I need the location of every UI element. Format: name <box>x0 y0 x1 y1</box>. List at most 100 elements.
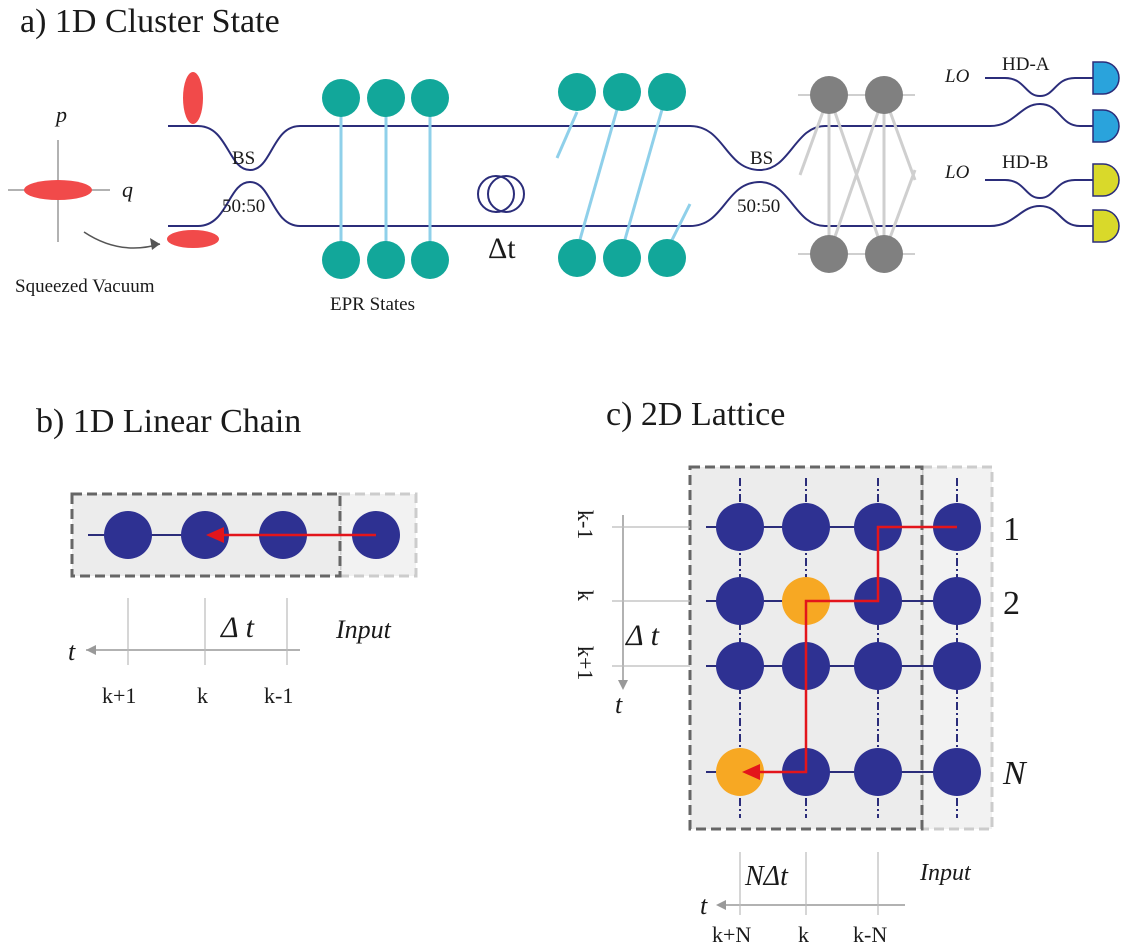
bs-label-2: BS <box>750 148 773 169</box>
chain-node <box>104 511 152 559</box>
horizontal-time-axis-head <box>716 900 726 910</box>
delta-t-label: Δ t <box>625 619 660 652</box>
epr-node <box>411 79 449 117</box>
delayed-epr-group <box>555 73 692 277</box>
chain-node <box>181 511 229 559</box>
n-delta-t-label: NΔt <box>744 861 789 892</box>
lattice-node <box>716 642 764 690</box>
epr-node <box>603 73 641 111</box>
input-label: Input <box>335 615 392 644</box>
lattice-node <box>933 577 981 625</box>
time-axis-head <box>86 645 96 655</box>
panel-a: a) 1D Cluster State p q Squeezed Vacuum … <box>8 3 1120 315</box>
lattice-node <box>716 503 764 551</box>
lattice-nodes <box>716 503 981 796</box>
homodyne-lines <box>905 77 1093 227</box>
highlight-node <box>716 748 764 796</box>
waveguides <box>168 125 905 227</box>
lattice-node <box>716 577 764 625</box>
epr-node <box>411 241 449 279</box>
vertical-time-label: t <box>615 690 623 719</box>
panel-b: b) 1D Linear Chain t Δ t Input k+1 k k-1 <box>36 403 418 708</box>
lower-waveguide <box>168 180 826 227</box>
cluster-edge <box>827 94 886 255</box>
ratio-label-2: 50:50 <box>737 196 780 217</box>
squeezed-ellipse <box>24 180 92 200</box>
lattice-node <box>782 503 830 551</box>
epr-node <box>367 241 405 279</box>
tick-label: k <box>798 922 809 947</box>
tick-label: k+1 <box>102 683 136 708</box>
tick-label: k-N <box>853 922 887 947</box>
upper-waveguide <box>168 125 826 172</box>
epr-states-group: EPR States <box>322 79 449 315</box>
lo-line-b <box>985 179 1093 200</box>
detector-a1 <box>1092 61 1120 95</box>
epr-node <box>603 239 641 277</box>
axis-q-label: q <box>122 177 133 202</box>
epr-states-label: EPR States <box>330 294 415 315</box>
tick-label: k-1 <box>264 683 293 708</box>
squeezed-vacuum-label: Squeezed Vacuum <box>15 276 155 297</box>
lo-line-a <box>985 77 1093 98</box>
row-label: 1 <box>1003 511 1020 548</box>
lattice-node <box>854 642 902 690</box>
lo-label-a: LO <box>944 66 970 87</box>
tick-label: k <box>197 683 208 708</box>
panel-c: c) 2D Lattice <box>573 396 1028 947</box>
lattice-node <box>933 748 981 796</box>
lattice-node <box>933 642 981 690</box>
lattice-path-arrow-head <box>742 764 760 780</box>
hd-a-label: HD-A <box>1002 54 1050 75</box>
epr-node <box>322 79 360 117</box>
signal-line-b <box>905 204 1093 227</box>
tick-label: k-1 <box>573 510 598 539</box>
axis-p-label: p <box>54 102 67 127</box>
epr-link-stub <box>555 111 579 159</box>
tick-label: k+N <box>712 922 751 947</box>
signal-line-a <box>905 102 1093 127</box>
measured-node <box>810 76 848 114</box>
epr-node <box>367 79 405 117</box>
ratio-label-1: 50:50 <box>222 196 265 217</box>
delta-t-label: Δ t <box>220 611 255 644</box>
detector-a2 <box>1092 109 1120 143</box>
transfer-arrow <box>83 231 161 249</box>
squeezed-input-p <box>183 72 203 124</box>
epr-node <box>648 73 686 111</box>
delay-loop-2 <box>487 175 525 213</box>
transfer-arrow-head <box>150 238 160 250</box>
row-label: N <box>1002 755 1028 792</box>
tick-label: k+1 <box>573 646 598 680</box>
horizontal-time-label: t <box>700 891 708 920</box>
epr-node <box>648 239 686 277</box>
panel-a-title: a) 1D Cluster State <box>20 3 280 40</box>
row-label: 2 <box>1003 585 1020 622</box>
time-axis-label: t <box>68 637 76 666</box>
epr-node <box>322 241 360 279</box>
chain-arrow-head <box>206 527 224 543</box>
vertical-time-axis-head <box>618 680 628 690</box>
lattice-node <box>854 748 902 796</box>
panel-b-title: b) 1D Linear Chain <box>36 403 301 440</box>
epr-node <box>558 239 596 277</box>
detector-b2 <box>1092 209 1120 243</box>
cluster-nodes-group <box>798 76 917 273</box>
epr-node <box>558 73 596 111</box>
squeezed-input-q <box>167 230 219 248</box>
measured-node <box>810 235 848 273</box>
lattice-path-arrow <box>758 525 957 774</box>
delay-label: Δt <box>488 232 516 265</box>
bs-label-1: BS <box>232 148 255 169</box>
lo-label-b: LO <box>944 162 970 183</box>
epr-link-slanted <box>620 91 669 251</box>
measured-node <box>865 235 903 273</box>
tick-label: k <box>573 590 598 601</box>
detector-b1 <box>1092 163 1120 197</box>
epr-link-slanted <box>575 91 624 251</box>
panel-c-title: c) 2D Lattice <box>606 396 785 433</box>
delay-label-text: Δt <box>488 232 516 265</box>
measured-node <box>865 76 903 114</box>
input-label: Input <box>919 860 972 886</box>
